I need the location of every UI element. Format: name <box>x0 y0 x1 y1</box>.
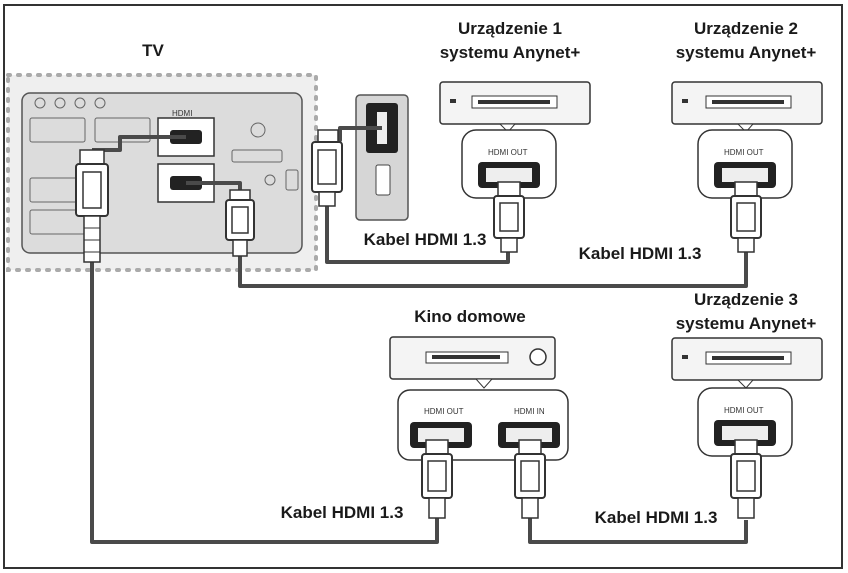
cable-label-c: Kabel HDMI 1.3 <box>280 503 404 522</box>
cable-label-b: Kabel HDMI 1.3 <box>578 244 702 263</box>
device-1 <box>439 81 591 199</box>
hdmi-plug-device2 <box>730 181 762 253</box>
device1-port-label: HDMI OUT <box>488 148 528 157</box>
cable-label-d: Kabel HDMI 1.3 <box>594 508 718 527</box>
home-theater-label: Kino domowe <box>414 307 526 326</box>
device2-title-line1: Urządzenie 2 <box>694 19 798 38</box>
cable-label-a: Kabel HDMI 1.3 <box>363 230 487 249</box>
tv-hdmi-label: HDMI <box>172 109 192 118</box>
device2-title-line2: systemu Anynet+ <box>675 43 817 62</box>
device-3 <box>671 337 823 457</box>
hdmi-plug-tv-left <box>75 149 109 263</box>
device3-port-label: HDMI OUT <box>724 406 764 415</box>
side-usb-port <box>375 164 391 196</box>
cable-tv-left-top <box>92 135 186 152</box>
tv-panel-details <box>29 97 299 235</box>
cable-tv-to-device2 <box>238 248 748 288</box>
hdmi-plug-device1 <box>493 181 525 253</box>
hdmi-plug-side <box>311 129 343 207</box>
cable-tv-to-home-theater <box>90 262 439 544</box>
cable-side-to-device1 <box>325 205 510 264</box>
device3-title-line2: systemu Anynet+ <box>675 314 817 333</box>
cables <box>90 126 748 544</box>
tv-label: TV <box>142 41 164 60</box>
hdmi-plug-device3 <box>730 439 762 519</box>
home-theater-out-label: HDMI OUT <box>424 407 464 416</box>
device-2 <box>671 81 823 199</box>
home-theater-in-label: HDMI IN <box>514 407 545 416</box>
device2-port-label: HDMI OUT <box>724 148 764 157</box>
device1-title-line1: Urządzenie 1 <box>458 19 562 38</box>
device3-title-line1: Urządzenie 3 <box>694 290 798 309</box>
cable-ht-to-device3 <box>528 518 748 544</box>
hdmi-plug-ht-in <box>514 439 546 519</box>
hdmi-plug-tv-mid <box>225 189 255 257</box>
hdmi-plug-ht-out <box>421 439 453 519</box>
device1-title-line2: systemu Anynet+ <box>439 43 581 62</box>
cable-tv-mid-top <box>186 181 242 190</box>
